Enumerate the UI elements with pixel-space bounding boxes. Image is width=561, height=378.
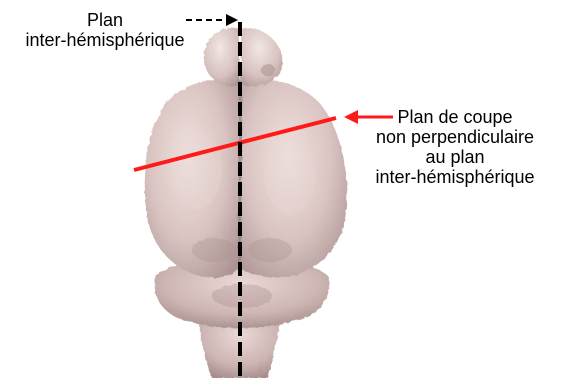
cut-plane-label: Plan de coupe non perpendiculaire au pla… [352, 107, 558, 187]
right-olfactory-bulb [240, 28, 282, 87]
midline-plane-label-line-1: Plan [2, 10, 208, 30]
brain-render-icon [145, 28, 347, 378]
cut-plane-label-line-1: Plan de coupe [352, 107, 558, 127]
midline-plane-label-line-2: inter-hémisphérique [2, 30, 208, 50]
cut-plane-label-line-3: au plan [352, 147, 558, 167]
cut-plane-label-line-2: non perpendiculaire [352, 127, 558, 147]
cut-plane-label-line-4: inter-hémisphérique [352, 167, 558, 187]
midline-plane-label: Plan inter-hémisphérique [2, 10, 208, 50]
left-olfactory-bulb [204, 28, 240, 87]
